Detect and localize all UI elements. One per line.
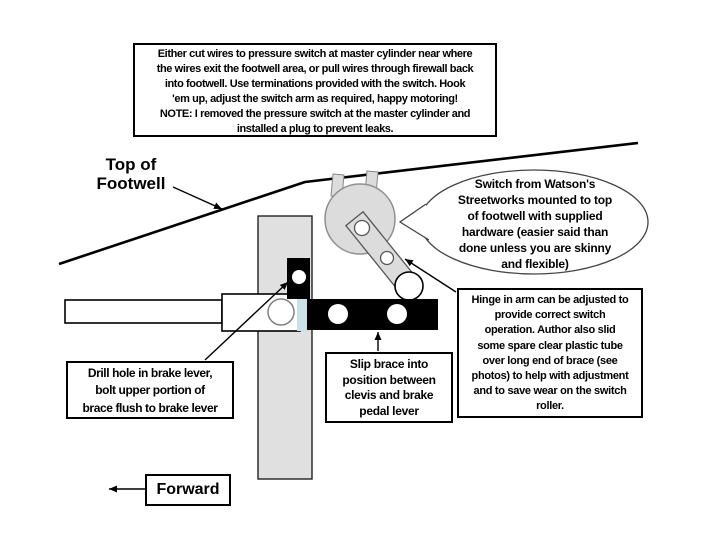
slip-note-line: pedal lever xyxy=(359,403,419,418)
hinge-note-line: photos) to help with adjustment xyxy=(471,370,629,383)
hinge-note-line: and to save wear on the switch xyxy=(473,385,627,398)
forward-label-box: Forward xyxy=(145,474,231,506)
hinge-note-line: some spare clear plastic tube xyxy=(477,339,623,352)
hinge-note-line: Hinge in arm can be adjusted to xyxy=(471,294,629,306)
callout-line: of footwell with supplied xyxy=(467,209,603,223)
drill-note-line: bolt upper portion of xyxy=(95,383,205,398)
top-of-footwell-label: Top of Footwell xyxy=(84,155,178,193)
callout-line: Switch from Watson's xyxy=(474,177,596,191)
clevis-pin-hole xyxy=(267,298,295,326)
instructions-line: into footwell. Use terminations provided… xyxy=(164,77,466,90)
hinge-note-line: roller. xyxy=(536,400,564,413)
callout-line: Streetworks mounted to top xyxy=(457,193,613,207)
instructions-box: Either cut wires to pressure switch at m… xyxy=(133,43,497,137)
instructions-line: installed a plug to prevent leaks. xyxy=(236,122,394,135)
footwell-arrow xyxy=(172,186,223,210)
instructions-line: Either cut wires to pressure switch at m… xyxy=(157,48,473,60)
brace-bolt-hole xyxy=(292,270,306,284)
hinge-note-line: over long end of brace (see xyxy=(482,354,618,367)
brake-pedal-lever xyxy=(257,215,313,480)
hinge-note-line: operation. Author also slid xyxy=(484,324,616,337)
drill-note-arrow xyxy=(204,281,289,361)
brace-bar-hole-left xyxy=(328,304,348,324)
slip-note-line: clevis and brake xyxy=(344,388,434,402)
drill-note-line: Drill hole in brake lever, xyxy=(87,366,213,380)
pushrod xyxy=(64,299,223,324)
instructions-line: 'em up, adjust the switch arm as require… xyxy=(172,92,458,105)
instructions-line: NOTE: I removed the pressure switch at t… xyxy=(159,107,471,120)
arm-pivot-hole xyxy=(353,219,371,237)
drill-note-box: Drill hole in brake lever, bolt upper po… xyxy=(66,361,234,419)
callout-line: and flexible) xyxy=(501,257,569,271)
callout-line: done unless you are skinny xyxy=(458,241,612,255)
top-of-footwell-line: Footwell xyxy=(96,174,166,193)
slip-note-line: Slip brace into xyxy=(349,357,429,371)
footwell-line xyxy=(58,141,639,266)
instructions-line: the wires exit the footwell area, or pul… xyxy=(156,62,474,75)
brace-bar-hole-right xyxy=(387,304,407,324)
switch-roller xyxy=(394,271,424,301)
brace-bar xyxy=(307,299,438,330)
plastic-tube-strip xyxy=(297,294,307,331)
arm-hinge-hole xyxy=(379,250,395,266)
drill-note-line: brace flush to brake lever xyxy=(82,400,218,415)
hinge-note-box: Hinge in arm can be adjusted to provide … xyxy=(457,288,643,418)
hinge-note-line: provide correct switch xyxy=(494,309,606,322)
callout-line: hardware (easier said than xyxy=(461,225,609,239)
slip-note-box: Slip brace into position between clevis … xyxy=(325,352,453,423)
slip-note-line: position between xyxy=(342,372,436,387)
switch-callout-text: Switch from Watson's Streetworks mounted… xyxy=(436,176,634,272)
top-of-footwell-line: Top of xyxy=(105,155,157,174)
speech-bubble-tail xyxy=(398,203,430,241)
forward-label: Forward xyxy=(156,481,220,498)
hinge-note-arrow xyxy=(404,258,457,293)
